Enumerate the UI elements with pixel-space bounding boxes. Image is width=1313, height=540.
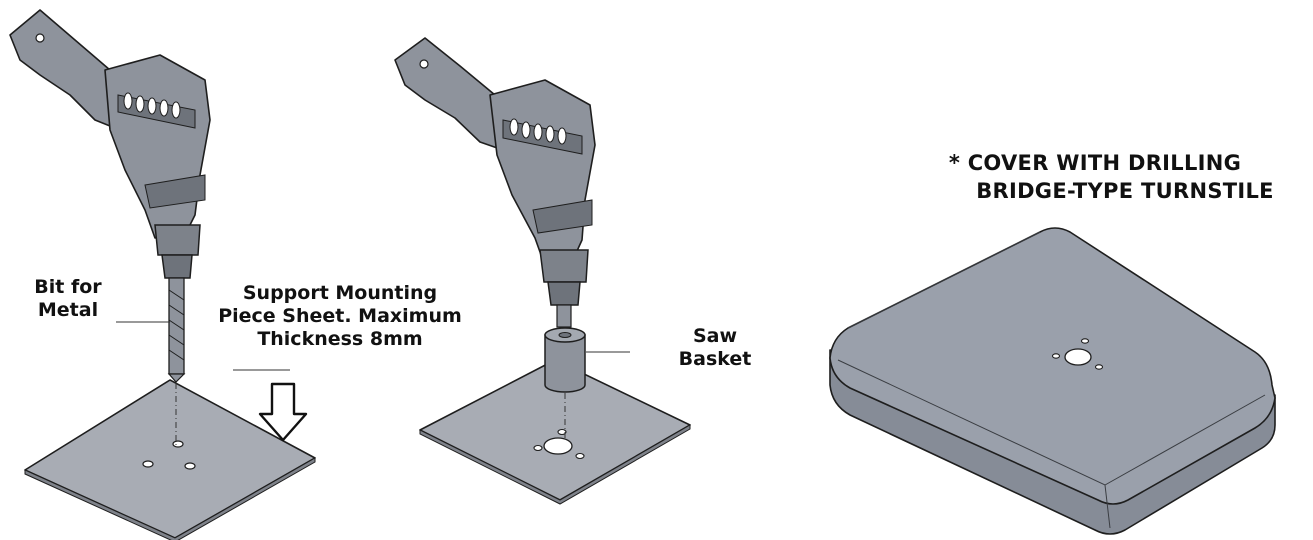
mounting-plate-left — [24, 370, 316, 540]
hole-saw-icon — [544, 327, 586, 393]
drill-bit-icon — [167, 277, 186, 383]
turnstile-cover — [829, 227, 1276, 535]
bit-for-metal-label: Bit for Metal — [34, 276, 102, 322]
cover-title-line2: BRIDGE-TYPE TURNSTILE — [976, 179, 1274, 203]
drill-icon — [394, 37, 596, 328]
drill-icon — [9, 9, 211, 279]
saw-basket-label: Saw Basket — [678, 325, 752, 371]
down-arrow-icon — [258, 382, 308, 442]
support-mounting-label: Support Mounting Piece Sheet. Maximum Th… — [218, 282, 462, 351]
mounting-plate-middle — [419, 359, 691, 505]
cover-title-line1: * COVER WITH DRILLING — [948, 151, 1242, 175]
